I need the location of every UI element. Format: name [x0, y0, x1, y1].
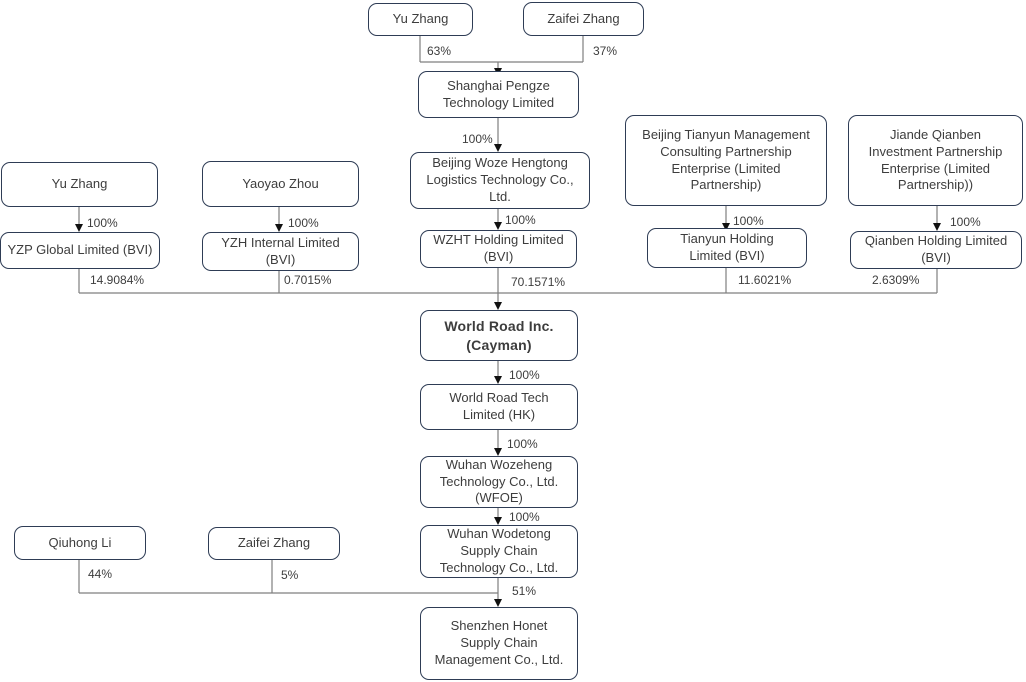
arrowhead-wozeheng [494, 448, 502, 456]
pct-yzh-to-wri: 0.7015% [284, 273, 332, 287]
node-zaifei-zhang-bottom: Zaifei Zhang [208, 527, 340, 560]
pct-qianben-to-holding: 100% [950, 215, 981, 229]
node-beijing-tianyun: Beijing Tianyun Management Consulting Pa… [625, 115, 827, 206]
node-wuhan-wozeheng: Wuhan Wozeheng Technology Co., Ltd. (WFO… [420, 456, 578, 508]
node-zaifei-zhang-top: Zaifei Zhang [523, 2, 644, 36]
node-wzht-holding: WZHT Holding Limited (BVI) [420, 230, 577, 268]
pct-yaoyao-to-yzh: 100% [288, 216, 319, 230]
node-world-road-inc: World Road Inc. (Cayman) [420, 310, 578, 361]
pct-wzht-to-wri: 70.1571% [511, 275, 566, 289]
node-qiuhong-li: Qiuhong Li [14, 526, 146, 560]
node-shanghai-pengze: Shanghai Pengze Technology Limited [418, 71, 579, 118]
connector-bvi-bus [78, 267, 938, 302]
pct-pengze-to-woze: 100% [462, 132, 493, 146]
arrowhead-woze [494, 144, 502, 152]
node-shenzhen-honet: Shenzhen Honet Supply Chain Management C… [420, 607, 578, 680]
node-jiande-qianben: Jiande Qianben Investment Partnership En… [848, 115, 1023, 206]
arrowhead-qianben-holding [933, 223, 941, 231]
arrowhead-tianyun-holding [722, 223, 730, 231]
connector-top-shareholders [419, 36, 584, 68]
pct-zaifei-to-honet: 5% [281, 568, 299, 582]
pct-yzp-to-wri: 14.9084% [90, 273, 145, 287]
node-qianben-holding: Qianben Holding Limited (BVI) [850, 231, 1022, 269]
arrowhead-wodetong [494, 517, 502, 525]
arrowhead-yzh [275, 224, 283, 232]
pct-zaifei-to-pengze: 37% [593, 44, 618, 58]
node-tianyun-holding: Tianyun Holding Limited (BVI) [647, 228, 807, 268]
pct-qiuhong-to-honet: 44% [88, 567, 113, 581]
arrowhead-honet [494, 599, 502, 607]
node-yaoyao-zhou: Yaoyao Zhou [202, 161, 359, 207]
arrowhead-yzp [75, 224, 83, 232]
node-wuhan-wodetong: Wuhan Wodetong Supply Chain Technology C… [420, 525, 578, 578]
node-beijing-woze: Beijing Woze Hengtong Logistics Technolo… [410, 152, 590, 209]
node-yu-zhang-left: Yu Zhang [1, 162, 158, 207]
pct-tianyun-to-holding: 100% [733, 214, 764, 228]
node-world-road-tech: World Road Tech Limited (HK) [420, 384, 578, 430]
pct-tianyun-to-wri: 11.6021% [738, 273, 792, 287]
pct-yu-to-pengze: 63% [427, 44, 452, 58]
arrowhead-wzht [494, 222, 502, 230]
arrowhead-world-road-tech [494, 376, 502, 384]
pct-wwz-to-wwd: 100% [509, 510, 540, 524]
pct-wri-to-wrt: 100% [509, 368, 540, 382]
pct-wwd-to-honet: 51% [512, 584, 537, 598]
pct-qianben-to-wri: 2.6309% [872, 273, 920, 287]
arrowhead-world-road-inc [494, 302, 502, 310]
connector-honet [78, 560, 499, 599]
node-yzp-global: YZP Global Limited (BVI) [0, 232, 160, 269]
pct-yu-to-yzp: 100% [87, 216, 118, 230]
pct-wrt-to-wwz: 100% [507, 437, 538, 451]
pct-woze-to-wzht: 100% [505, 213, 536, 227]
node-yu-zhang-top: Yu Zhang [368, 3, 473, 36]
node-yzh-internal: YZH Internal Limited (BVI) [202, 232, 359, 271]
